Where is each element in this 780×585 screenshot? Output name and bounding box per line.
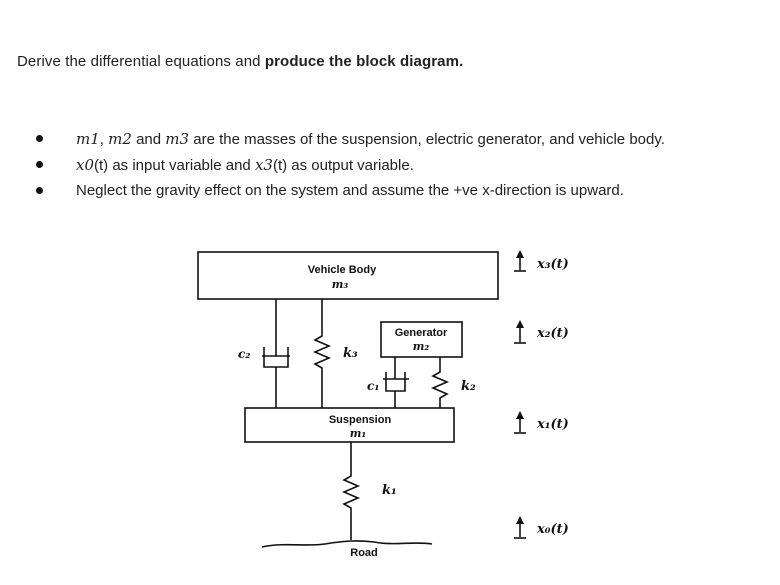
task-emphasis: produce the block diagram.	[264, 53, 464, 70]
vehicle-body-block	[197, 251, 499, 300]
math-symbol: m1	[76, 130, 100, 148]
bullet-dot	[36, 187, 43, 194]
bullet-text-segment: are the masses of the suspension, electr…	[189, 131, 665, 148]
damper-c2-label: c₂	[238, 347, 251, 361]
assumption-list: m1, m2 and m3 are the masses of the susp…	[36, 126, 665, 204]
suspension-mass: m₁	[350, 427, 366, 440]
x1-label: x₁(t)	[536, 417, 569, 432]
damper-c1	[383, 357, 409, 408]
task-lead: Derive the differential equations and	[17, 53, 265, 70]
x2-label: x₂(t)	[536, 326, 569, 341]
arrow-x0-icon	[514, 516, 526, 539]
suspension-title: Suspension	[329, 414, 392, 426]
bullet-dot	[36, 161, 43, 168]
arrow-x3-icon	[514, 250, 526, 272]
spring-k3	[312, 299, 332, 408]
road-surface	[261, 540, 433, 548]
bullet-text-gravity: Neglect the gravity effect on the system…	[76, 182, 624, 199]
x3-label: x₃(t)	[536, 257, 569, 272]
math-symbol: x3	[254, 156, 273, 174]
vehicle-body-title: Vehicle Body	[308, 264, 377, 276]
x0-label: x₀(t)	[536, 522, 569, 537]
list-item: x0(t) as input variable and x3(t) as out…	[36, 152, 665, 178]
damper-c2	[262, 299, 290, 408]
bullet-text-variables: x0(t) as input variable and x3(t) as out…	[76, 156, 414, 174]
bullet-text-segment: Neglect the gravity effect on the system…	[76, 182, 624, 199]
bullet-text-masses: m1, m2 and m3 are the masses of the susp…	[76, 130, 665, 148]
math-symbol: m3	[165, 130, 190, 148]
task-statement: Derive the differential equations and pr…	[17, 53, 463, 70]
spring-k1	[341, 442, 361, 540]
generator-block	[380, 321, 463, 358]
list-item: Neglect the gravity effect on the system…	[36, 178, 665, 204]
suspension-block	[244, 407, 455, 443]
bullet-text-segment: (t) as output variable.	[272, 157, 414, 174]
generator-mass: m₂	[413, 340, 430, 353]
arrow-x2-icon	[514, 320, 526, 344]
spring-k2	[430, 357, 450, 408]
spring-k3-label: k₃	[343, 346, 358, 361]
spring-k1-label: k₁	[382, 483, 397, 498]
math-symbol: x0	[76, 156, 95, 174]
arrow-x1-icon	[514, 411, 526, 434]
bullet-text-segment: ,	[99, 131, 109, 148]
bullet-text-segment: and	[131, 131, 166, 148]
generator-title: Generator	[395, 327, 448, 339]
list-item: m1, m2 and m3 are the masses of the susp…	[36, 126, 665, 152]
math-symbol: m2	[108, 130, 132, 148]
damper-c1-label: c₁	[367, 379, 380, 393]
vehicle-body-mass: m₃	[332, 278, 349, 291]
bullet-dot	[36, 135, 43, 142]
road-label: Road	[350, 547, 378, 559]
spring-k2-label: k₂	[461, 379, 476, 394]
bullet-text-segment: (t) as input variable and	[94, 157, 255, 174]
